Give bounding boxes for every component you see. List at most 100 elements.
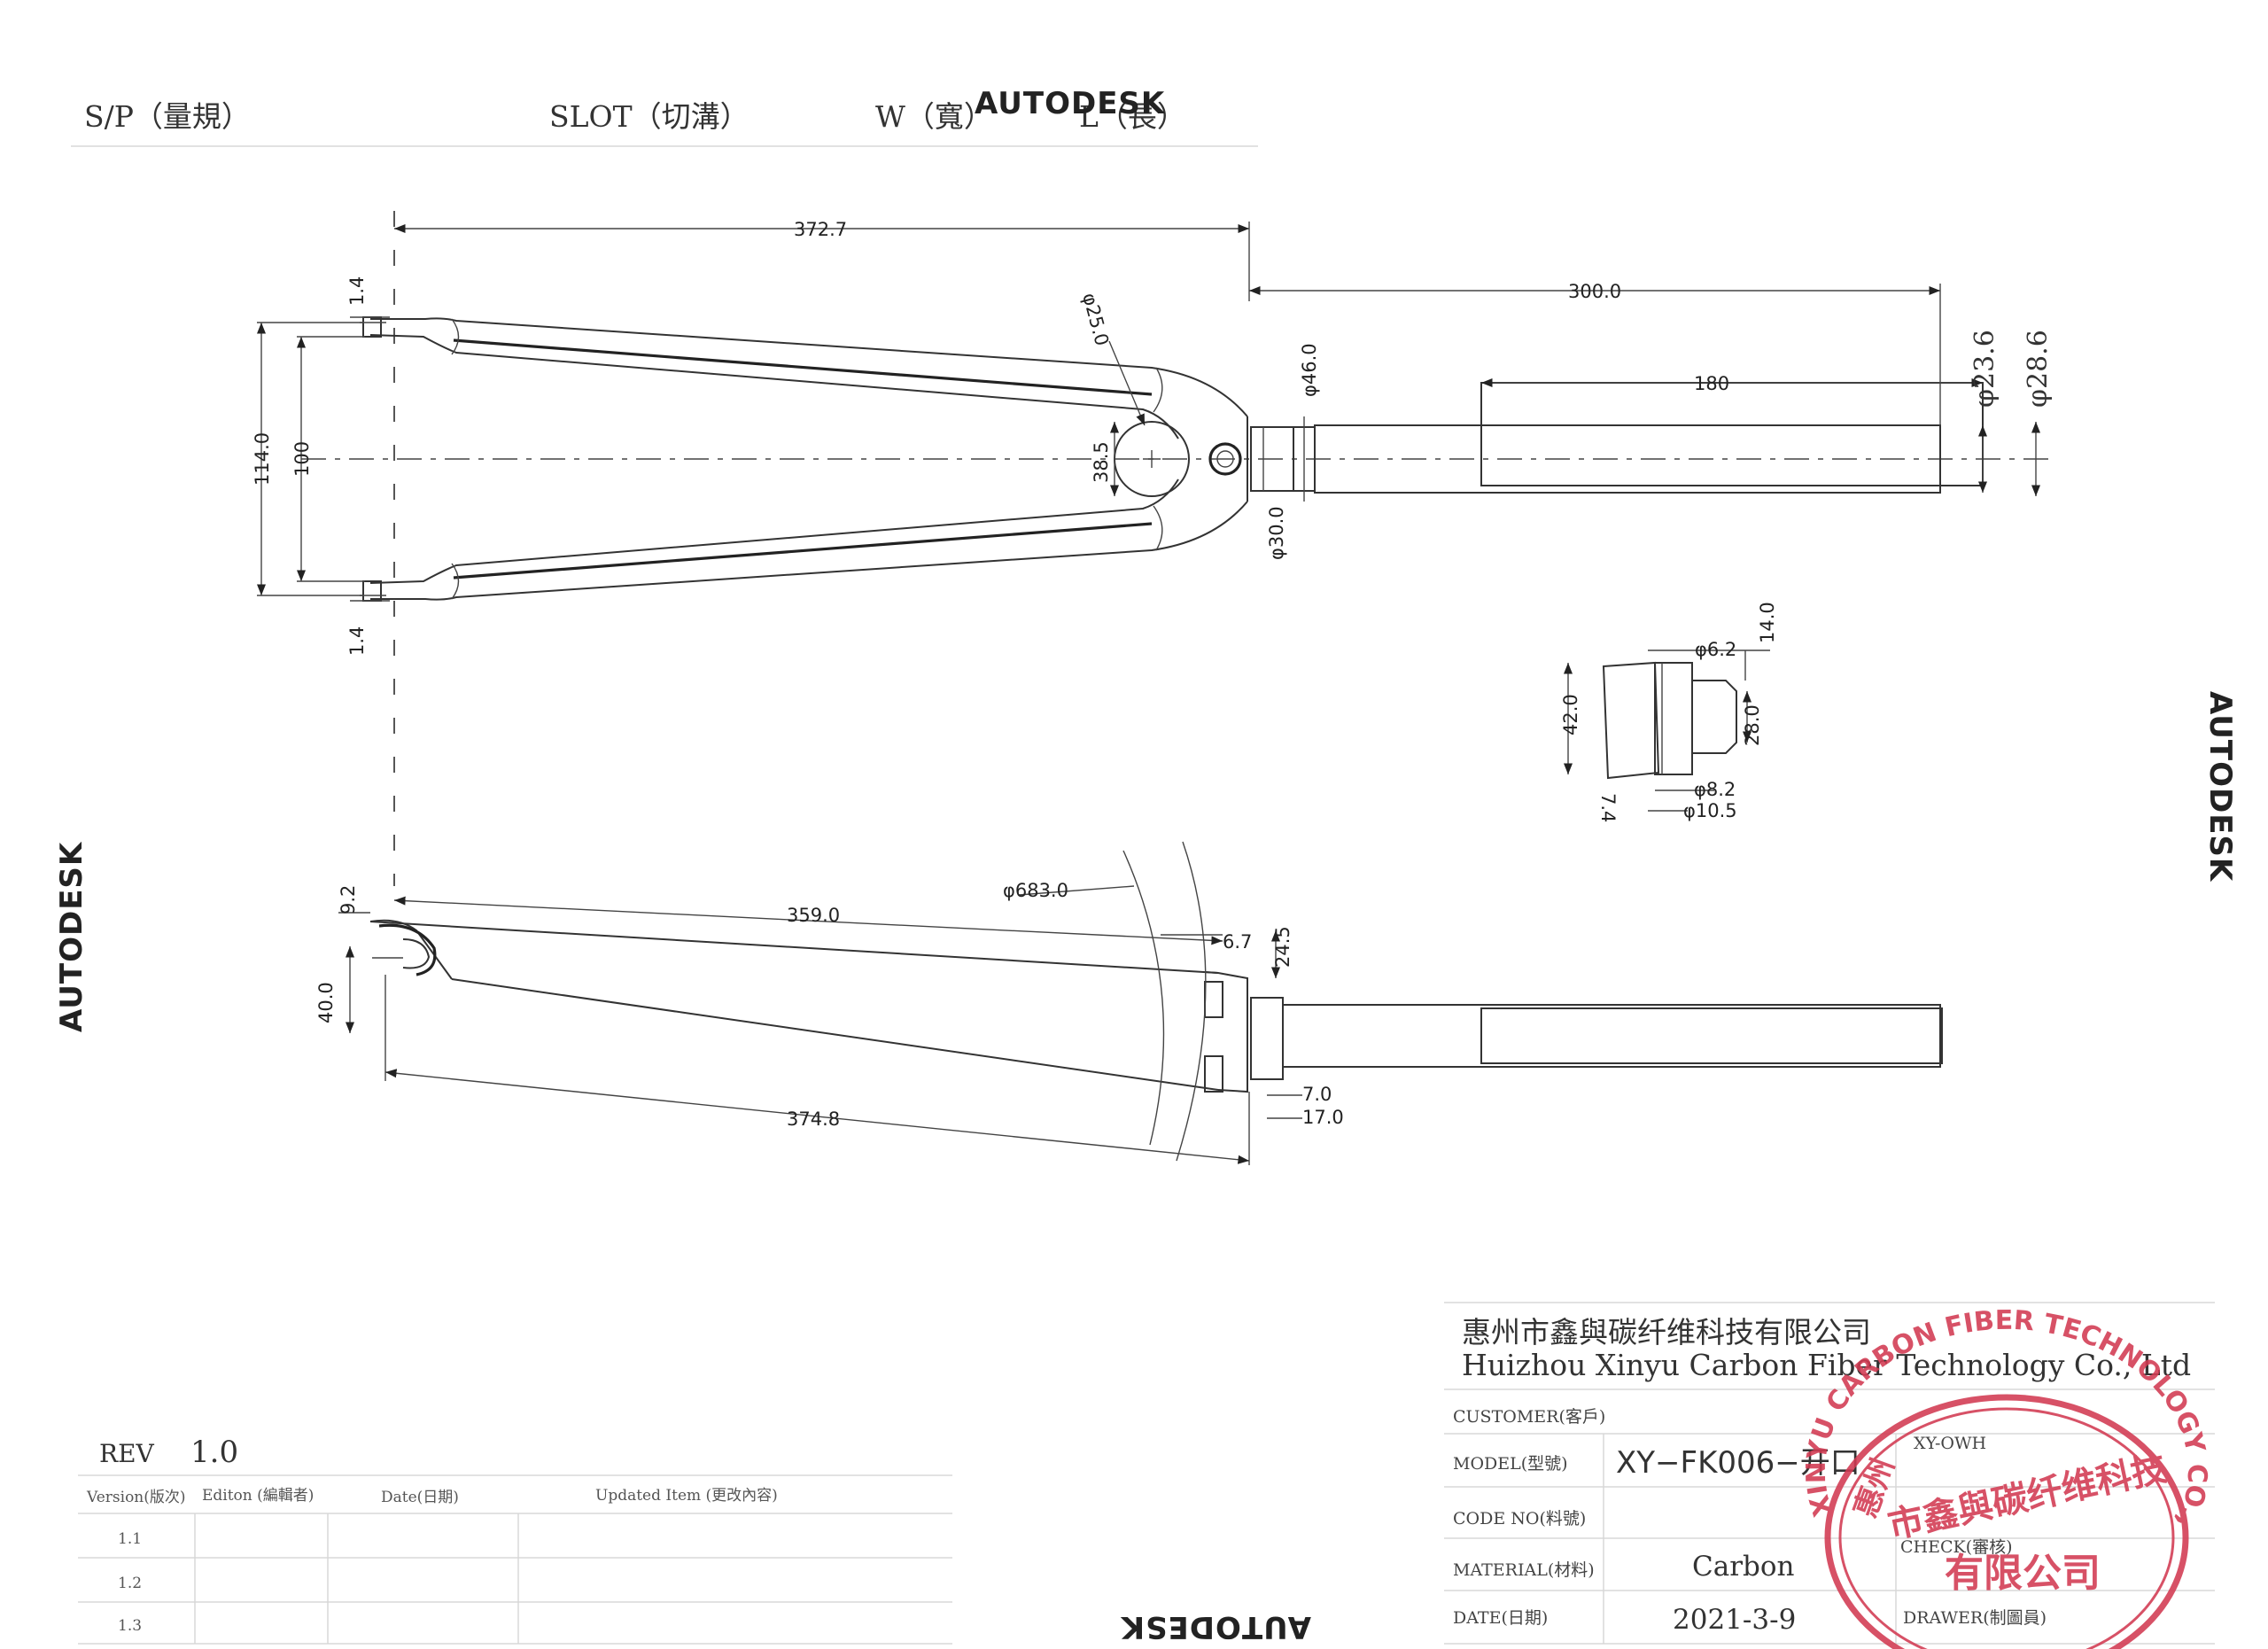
dim-359: 359.0: [787, 905, 840, 926]
title-block: 惠州市鑫與碳纤维科技有限公司 Huizhou Xinyu Carbon Fibe…: [1444, 1302, 2215, 1645]
rev-row-1: 1.1: [118, 1530, 142, 1548]
upper-blade-section: [451, 318, 460, 355]
side-steerer-section: [1480, 1007, 1943, 1064]
dim-1-4-bot: 1.4: [346, 626, 368, 656]
stamp-inner-bottom: 有限公司: [1945, 1551, 2101, 1596]
detail-view: φ6.2 14.0 42.0 28.0 φ8.2 φ10.5 7.4: [1560, 602, 1778, 822]
dim-9-2: 9.2: [338, 885, 359, 914]
upper-blade-ridge: [453, 338, 1153, 396]
header-sp: S/P（量規）: [84, 99, 251, 134]
dim-24-5: 24.5: [1272, 926, 1293, 968]
dim-17: 17.0: [1302, 1107, 1344, 1128]
rev-col-updated: Updated Item (更改內容): [595, 1487, 778, 1505]
dim-phi8-2: φ8.2: [1694, 779, 1736, 800]
side-crown: [1204, 971, 1248, 1093]
upper-blade-outer: [370, 317, 1248, 417]
dim-phi25: φ25.0: [1078, 291, 1113, 348]
material-value: Carbon: [1692, 1551, 1795, 1583]
dim-phi25-leader: [1108, 340, 1146, 426]
dim-phi46: φ46.0: [1299, 343, 1320, 397]
header-w: W（寬）: [875, 99, 993, 134]
rev-col-editon: Editon (編輯者): [202, 1487, 314, 1505]
dim-374-8: 374.8: [787, 1108, 840, 1130]
dim-phi10-5: φ10.5: [1683, 800, 1737, 821]
side-blade-front: [369, 921, 1219, 974]
dim-7-4: 7.4: [1597, 793, 1619, 822]
date-value: 2021-3-9: [1673, 1604, 1796, 1636]
dim-359-line: [393, 896, 1223, 945]
lower-dropout: [362, 580, 382, 602]
top-view: 372.7 300.0 180 φ23.6 φ28.6 φ46.0 φ30.0 …: [252, 211, 2055, 886]
rev-row-3: 1.3: [118, 1617, 142, 1635]
wheel-arc-inner: [1122, 850, 1165, 1146]
dim-114: 114.0: [252, 432, 273, 486]
crown-race: [1250, 426, 1294, 492]
dim-14: 14.0: [1757, 602, 1778, 643]
stamp-inner-top: 市鑫與碳纤维科技: [1884, 1448, 2171, 1547]
company-stamp: XINYU CARBON FIBER TECHNOLOGY CO.,LTD. 市…: [0, 0, 2212, 1649]
wheel-arc-outer: [1176, 841, 1207, 1162]
lower-blade-outer: [370, 501, 1248, 601]
brake-mount-inner: [1216, 450, 1234, 468]
side-blade-rear: [451, 978, 1219, 1091]
dim-372-7: 372.7: [794, 219, 847, 240]
dim-180: 180: [1694, 373, 1729, 394]
dim-7: 7.0: [1302, 1084, 1332, 1105]
rev-col-date: Date(日期): [381, 1489, 459, 1506]
lower-blade-section: [451, 563, 460, 600]
company-en: Huizhou Xinyu Carbon Fiber Technology Co…: [1462, 1348, 2191, 1382]
header-slot: SLOT（切溝）: [549, 99, 750, 134]
dim-phi28-6: φ28.6: [2023, 330, 2054, 408]
detail-body: [1602, 661, 1660, 780]
detail-cap: [1692, 680, 1737, 754]
watermark-top: AUTODESK: [975, 86, 1166, 121]
dim-phi683: φ683.0: [1003, 880, 1068, 901]
rev-col-version: Version(版次): [86, 1489, 186, 1506]
dim-phi30: φ30.0: [1266, 506, 1287, 560]
side-view: 359.0 374.8 φ683.0 6.7 24.5 40.0 9.2 7.0…: [315, 841, 1943, 1165]
model-label: MODEL(型號): [1453, 1454, 1568, 1474]
dim-phi6-2: φ6.2: [1695, 639, 1736, 660]
drawer-label: DRAWER(制圖員): [1903, 1608, 2047, 1628]
steerer-taper-section: [1480, 382, 1984, 486]
side-crown-bolt-bot: [1204, 1055, 1223, 1093]
rev-value: 1.0: [190, 1435, 238, 1470]
stamp-inner-ring: [1838, 1407, 2175, 1649]
detail-race: [1654, 662, 1693, 775]
header-l: L（長）: [1079, 99, 1186, 134]
customer-label: CUSTOMER(客戶): [1453, 1407, 1605, 1427]
material-label: MATERIAL(材料): [1453, 1560, 1595, 1580]
rev-row-2: 1.2: [118, 1575, 142, 1592]
customer-value: XY-OWH: [1914, 1434, 1986, 1453]
dim-phi683-leader: [1018, 885, 1135, 896]
code-label: CODE NO(料號): [1453, 1509, 1586, 1528]
stamp-outer-text: XINYU CARBON FIBER TECHNOLOGY CO.,LTD.: [0, 0, 2212, 1533]
watermark-left: AUTODESK: [54, 841, 89, 1032]
dim-6-7: 6.7: [1223, 931, 1252, 953]
dim-28: 28.0: [1742, 704, 1763, 746]
side-crown-race: [1250, 997, 1284, 1080]
stamp-outer-ring: [1824, 1394, 2189, 1649]
upper-dropout: [362, 316, 382, 338]
upper-blade-crown-section: [1153, 367, 1163, 413]
side-crown-bolt-top: [1204, 981, 1223, 1018]
dim-phi23-6: φ23.6: [1969, 330, 2000, 408]
dim-42: 42.0: [1560, 694, 1581, 735]
brake-mount-outer: [1208, 442, 1242, 476]
check-label: CHECK(審核): [1900, 1537, 2013, 1557]
side-steerer: [1283, 1004, 1941, 1068]
company-cn: 惠州市鑫與碳纤维科技有限公司: [1462, 1315, 1871, 1350]
watermark-bottom: AUTODESK: [1120, 1609, 1311, 1645]
lower-blade-ridge: [453, 522, 1153, 579]
revision-table: REV 1.0 Version(版次) Editon (編輯者) Date(日期…: [78, 1435, 952, 1645]
dim-100: 100: [291, 441, 313, 477]
model-value: XY−FK006−开口: [1616, 1445, 1860, 1481]
dim-374-line: [384, 1069, 1250, 1164]
dim-300: 300.0: [1568, 281, 1621, 302]
header-row: S/P（量規） SLOT（切溝） W（寬） L（長）: [71, 99, 1258, 147]
lower-blade-crown-section: [1153, 505, 1163, 551]
dim-1-4-top: 1.4: [346, 276, 368, 306]
watermark-right: AUTODESK: [2202, 691, 2238, 883]
rev-label: REV: [99, 1439, 155, 1468]
